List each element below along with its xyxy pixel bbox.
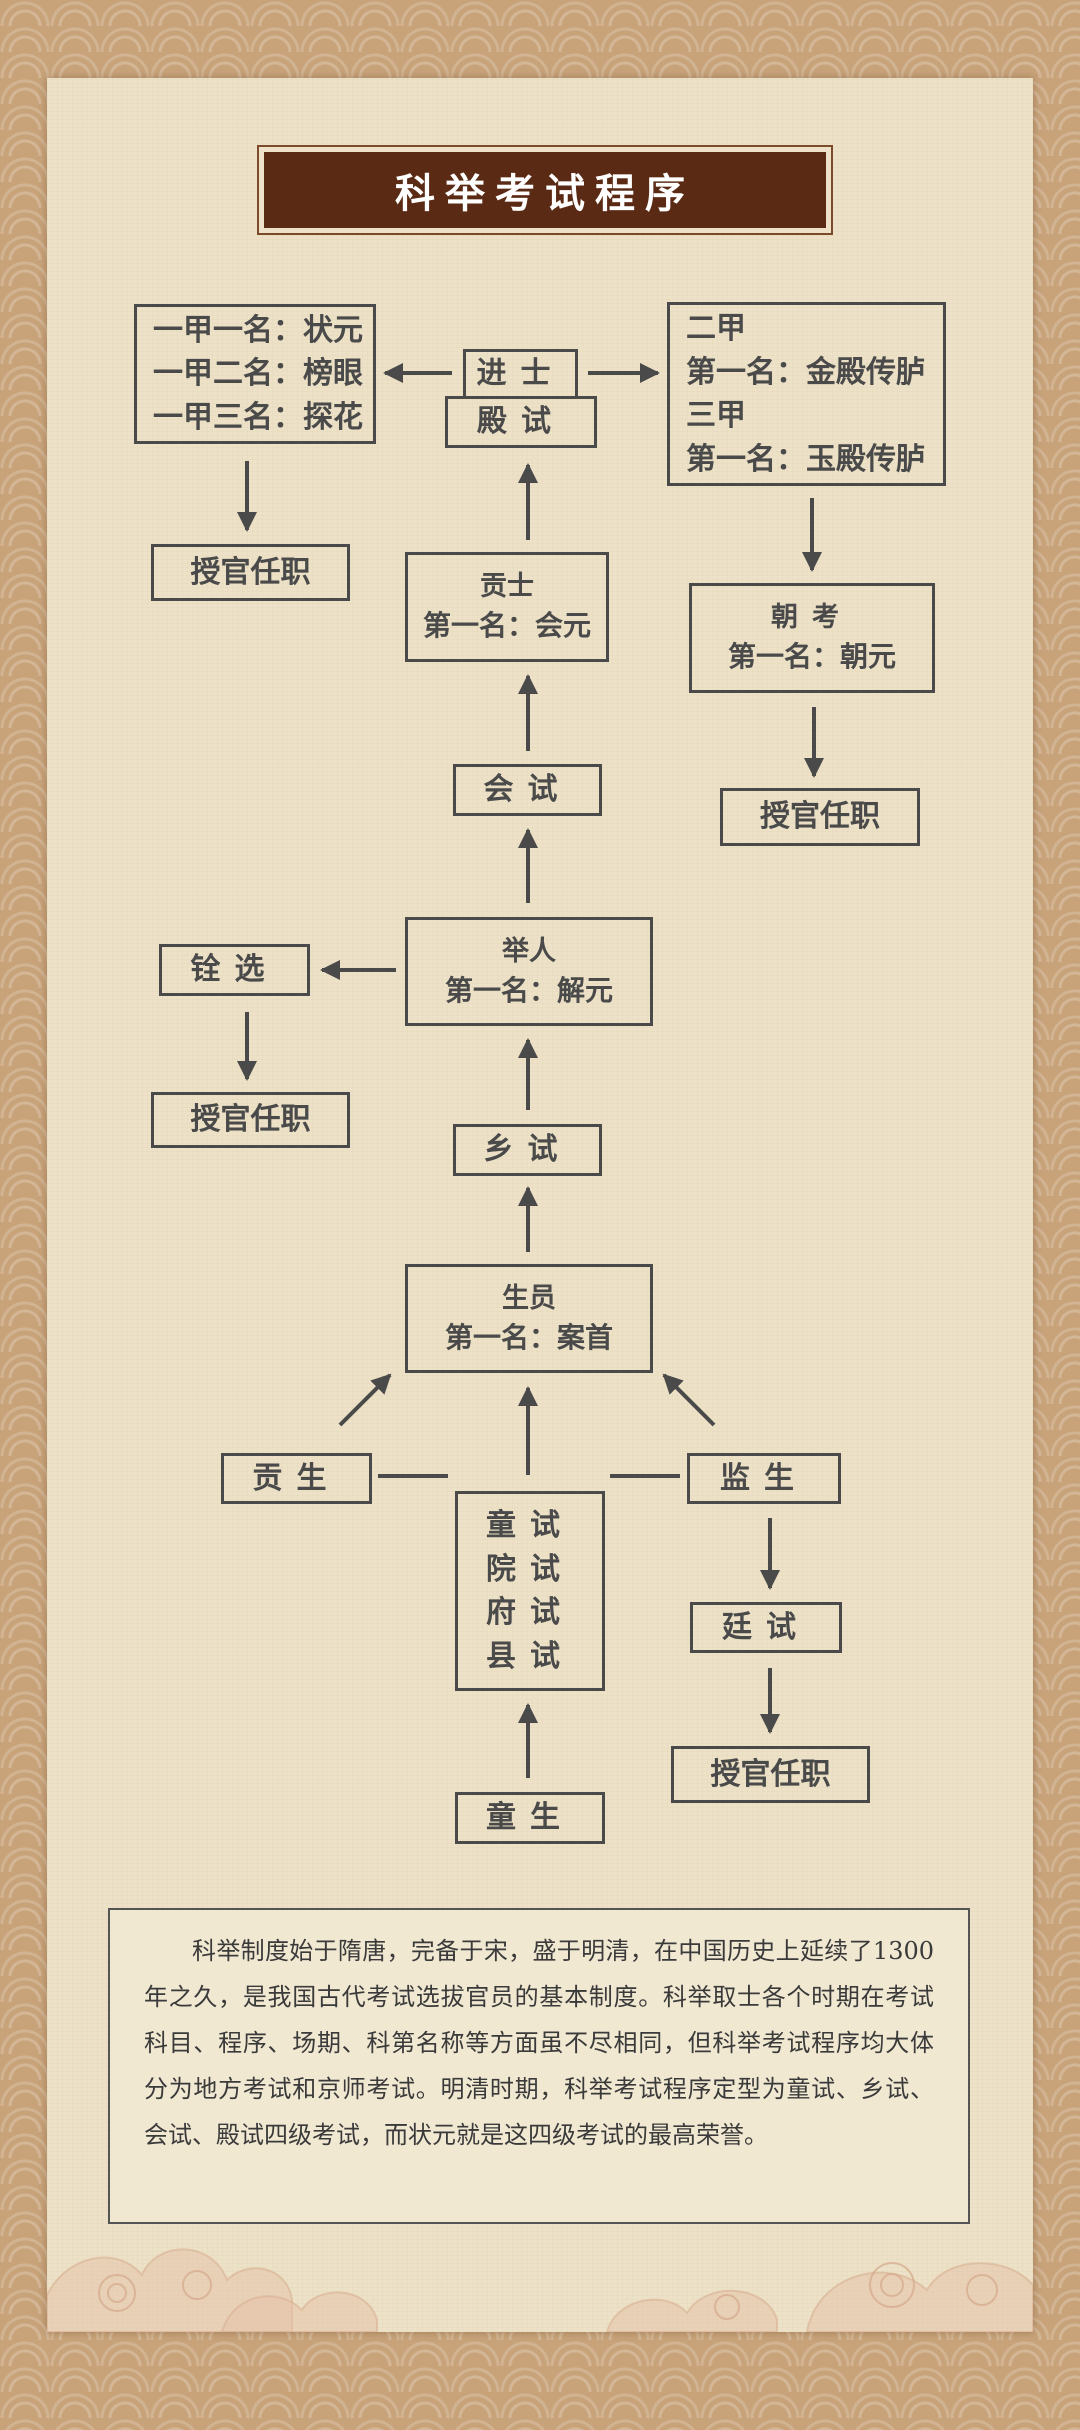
quanxuan-appoint-box: 授官任职	[151, 1092, 350, 1148]
juren-box: 举人 第一名：解元	[405, 917, 653, 1026]
tongshi-group-box: 童试 院试 府试 县试	[455, 1491, 605, 1691]
huishi-box: 会试	[453, 764, 602, 816]
description-text: 科举制度始于隋唐，完备于宋，盛于明清，在中国历史上延续了1300年之久，是我国古…	[144, 1937, 934, 2149]
tingshi-appoint-label: 授官任职	[710, 1756, 831, 1792]
juren-name: 举人	[502, 935, 556, 967]
first-class-rank-1: 一甲一名：状元	[153, 312, 363, 348]
chaokao-box: 朝考 第一名：朝元	[689, 583, 935, 693]
second-third-class-box: 二甲 第一名：金殿传胪 三甲 第一名：玉殿传胪	[667, 302, 946, 486]
description-box: 科举制度始于隋唐，完备于宋，盛于明清，在中国历史上延续了1300年之久，是我国古…	[108, 1908, 970, 2224]
shengyuan-top: 第一名：案首	[444, 1320, 613, 1354]
dianshi-label: 殿试	[477, 404, 565, 440]
shengyuan-box: 生员 第一名：案首	[405, 1264, 653, 1373]
second-class-top: 第一名：金殿传胪	[686, 354, 926, 390]
chaokao-appoint-box: 授官任职	[720, 788, 920, 846]
tongshi-grade-2: 院试	[486, 1551, 574, 1587]
tongshi-grade-3: 府试	[486, 1595, 574, 1630]
huishi-label: 会试	[483, 772, 572, 808]
tongsheng-box: 童生	[455, 1792, 605, 1844]
title-plate: 科举考试程序	[257, 145, 833, 235]
second-class-label: 二甲	[686, 311, 746, 346]
jinshi-label: 进士	[476, 356, 565, 392]
tongsheng-label: 童生	[486, 1800, 574, 1836]
arrow-icon	[338, 1373, 392, 1427]
dianshi-box: 殿试	[445, 396, 597, 448]
page-title: 科举考试程序	[264, 152, 826, 228]
jiansheng-box: 监生	[687, 1453, 841, 1504]
first-class-appoint-label: 授官任职	[190, 554, 311, 590]
jiansheng-label: 监生	[720, 1460, 808, 1496]
first-class-appoint-box: 授官任职	[151, 544, 350, 601]
quanxuan-appoint-label: 授官任职	[190, 1102, 311, 1138]
chaokao-top: 第一名：朝元	[727, 640, 896, 674]
third-class-top: 第一名：玉殿传胪	[686, 441, 926, 477]
chaokao-appoint-label: 授官任职	[760, 799, 880, 835]
cloud-decoration	[47, 2248, 1033, 2332]
tongshi-grade-1: 童试	[486, 1508, 574, 1543]
arrow-icon	[662, 1373, 716, 1427]
gongsheng-label: 贡生	[252, 1460, 341, 1496]
xiangshi-label: 乡试	[483, 1132, 572, 1168]
xiangshi-box: 乡试	[453, 1124, 602, 1176]
gongshi-box: 贡士 第一名：会元	[405, 552, 609, 662]
juren-top: 第一名：解元	[444, 973, 613, 1007]
tingshi-label: 廷试	[722, 1609, 810, 1645]
quanxuan-box: 铨选	[159, 944, 310, 996]
tingshi-appoint-box: 授官任职	[671, 1746, 870, 1803]
quanxuan-label: 铨选	[190, 952, 279, 988]
gongsheng-box: 贡生	[221, 1453, 372, 1504]
tongshi-grade-4: 县试	[486, 1638, 574, 1674]
third-class-label: 三甲	[686, 398, 746, 433]
chaokao-name: 朝考	[771, 602, 853, 634]
first-class-rank-3: 一甲三名：探花	[153, 399, 363, 435]
first-class-box: 一甲一名：状元 一甲二名：榜眼 一甲三名：探花	[134, 304, 376, 444]
gongshi-name: 贡士	[480, 571, 534, 603]
gongshi-top: 第一名：会元	[422, 609, 591, 643]
first-class-rank-2: 一甲二名：榜眼	[153, 356, 363, 392]
tingshi-box: 廷试	[690, 1602, 842, 1653]
shengyuan-name: 生员	[502, 1282, 556, 1314]
